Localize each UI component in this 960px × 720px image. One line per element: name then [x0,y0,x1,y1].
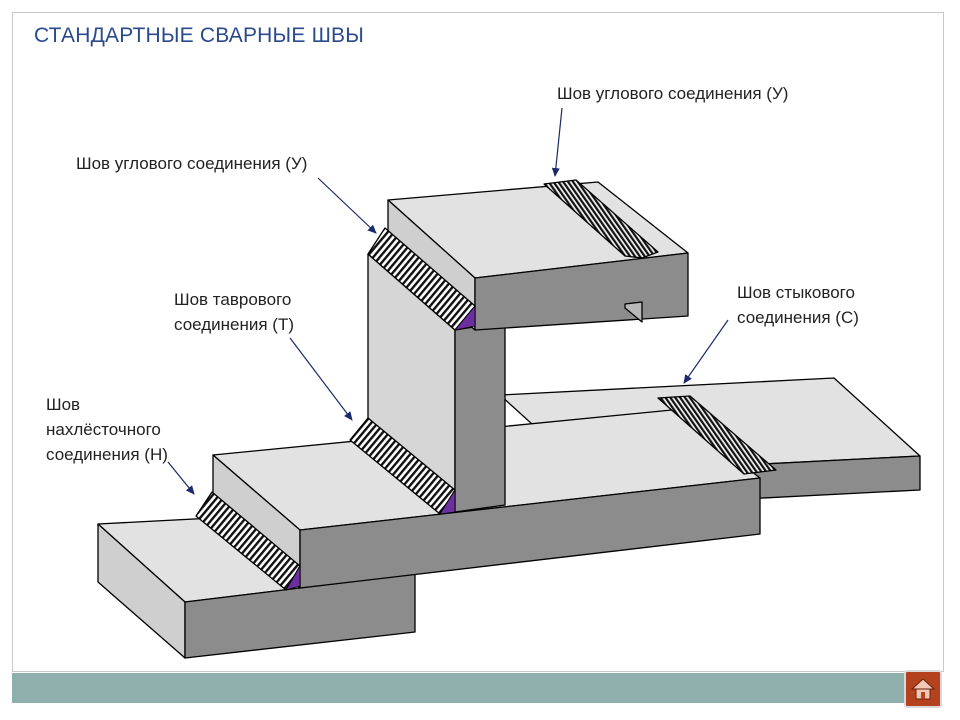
arrow-corner-left [317,177,377,234]
label-lap-line3: соединения (Н) [46,445,168,464]
home-button[interactable] [904,670,942,708]
arrow-corner-top [551,107,563,177]
label-butt-weld: Шов стыкового соединения (С) [737,280,859,330]
corner-weld-left-root [454,305,476,331]
label-corner-weld-top: Шов углового соединения (У) [557,84,789,103]
arrow-tee [289,337,353,421]
footer-bar [12,673,904,703]
label-tee-line1: Шов таврового [174,290,292,309]
corner-weld-top [543,179,659,259]
lap-weld-root [285,565,301,591]
home-icon [910,678,936,700]
label-corner-weld-left: Шов углового соединения (У) [76,154,308,173]
tee-weld-root [439,489,456,515]
label-butt-line2: соединения (С) [737,308,859,327]
arrow-butt [683,319,729,384]
label-lap-line1: Шов [46,395,81,414]
label-lap-line2: нахлёсточного [46,420,161,439]
page-title: СТАНДАРТНЫЕ СВАРНЫЕ ШВЫ [34,24,365,47]
butt-weld [657,395,777,475]
label-butt-line1: Шов стыкового [737,283,855,302]
label-lap-weld: Шов нахлёсточного соединения (Н) [46,392,168,467]
arrow-lap [167,461,195,495]
label-tee-line2: соединения (Т) [174,315,295,334]
label-tee-weld: Шов таврового соединения (Т) [174,287,294,337]
slide-frame [12,12,944,672]
